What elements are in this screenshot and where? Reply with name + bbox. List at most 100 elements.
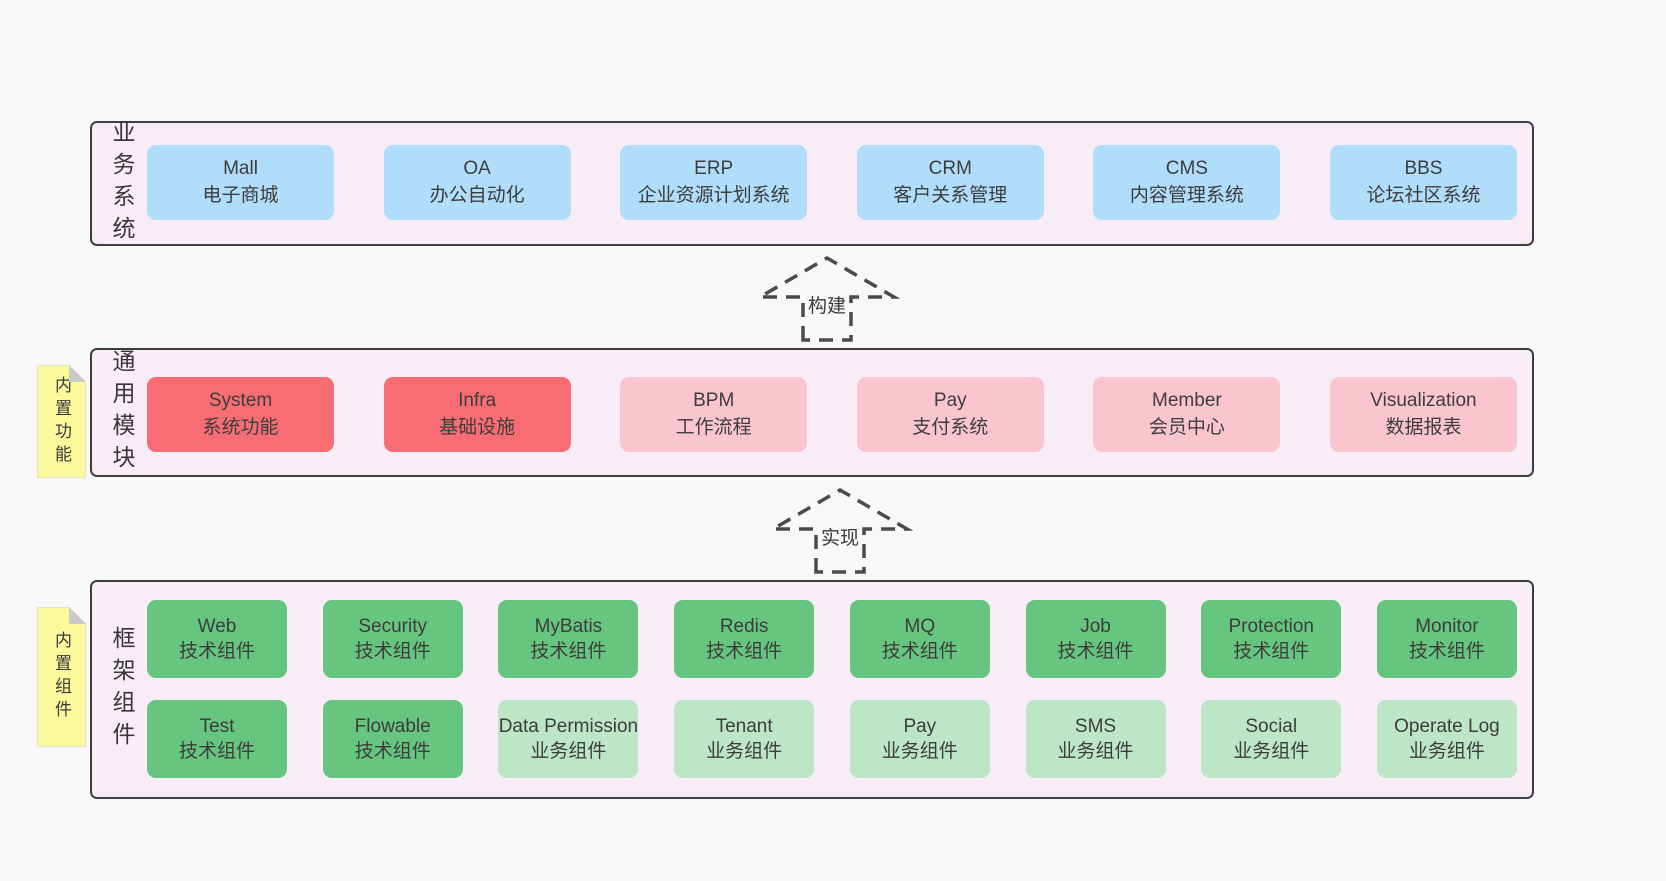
builtin-features-note: 内置功能: [38, 365, 86, 477]
box-subtitle: 技术组件: [178, 741, 255, 762]
box-title: MyBatis: [534, 615, 603, 637]
box-subtitle: 支付系统: [912, 416, 989, 438]
box-subtitle: 系统功能: [202, 416, 279, 438]
box-subtitle: 技术组件: [706, 641, 783, 662]
component-box-social: Social 业务组件: [1201, 700, 1342, 778]
box-title: Monitor: [1415, 615, 1479, 637]
box-subtitle: 企业资源计划系统: [637, 184, 790, 206]
box-title: CMS: [1165, 157, 1208, 179]
component-box-mq: MQ 技术组件: [849, 600, 990, 678]
modules-layer-label: 通用模块: [109, 348, 135, 477]
box-title: Flowable: [354, 715, 431, 737]
component-box-redis: Redis 技术组件: [674, 600, 815, 678]
box-subtitle: 内容管理系统: [1129, 184, 1244, 206]
business-box-row: Mall 电子商城 OA 办公自动化 ERP 企业资源计划系统 CRM 客户关系…: [147, 145, 1517, 220]
box-title: Infra: [458, 389, 497, 411]
box-subtitle: 基础设施: [439, 416, 516, 438]
box-title: MQ: [904, 615, 936, 637]
box-subtitle: 技术组件: [530, 641, 607, 662]
box-title: Pay: [933, 389, 967, 411]
system-box-cms: CMS 内容管理系统: [1093, 145, 1281, 220]
component-box-flowable: Flowable 技术组件: [322, 700, 463, 778]
business-systems-layer: 业务系统 Mall 电子商城 OA 办公自动化 ERP 企业资源计划系统 CRM…: [90, 119, 1534, 248]
box-title: Operate Log: [1394, 715, 1500, 737]
module-box-member: Member 会员中心: [1093, 377, 1281, 452]
note-fold-corner-icon: [69, 607, 86, 624]
builtin-components-note-label: 内置组件: [52, 631, 71, 723]
box-subtitle: 数据报表: [1385, 416, 1462, 438]
component-box-tenant: Tenant 业务组件: [674, 700, 815, 778]
builtin-components-note: 内置组件: [38, 607, 86, 746]
up-block-arrow-icon: [753, 255, 901, 342]
build-arrow: 构建: [752, 255, 902, 343]
component-box-data-permission: Data Permission 业务组件: [498, 700, 639, 778]
framework-box-row-2: Test 技术组件 Flowable 技术组件 Data Permission …: [147, 700, 1517, 778]
box-title: System: [208, 389, 273, 411]
box-subtitle: 业务组件: [1233, 741, 1310, 762]
implement-arrow: 实现: [765, 487, 915, 575]
component-box-sms: SMS 业务组件: [1025, 700, 1166, 778]
box-subtitle: 技术组件: [1408, 641, 1485, 662]
box-subtitle: 技术组件: [178, 641, 255, 662]
module-box-infra: Infra 基础设施: [383, 377, 571, 452]
system-box-bbs: BBS 论坛社区系统: [1329, 145, 1517, 220]
component-box-job: Job 技术组件: [1025, 600, 1166, 678]
framework-box-row-1: Web 技术组件 Security 技术组件 MyBatis 技术组件 Redi…: [147, 600, 1517, 678]
component-box-pay: Pay 业务组件: [849, 700, 990, 778]
module-box-bpm: BPM 工作流程: [620, 377, 808, 452]
build-arrow-label: 构建: [804, 291, 850, 318]
framework-components-layer: 框架组件 Web 技术组件 Security 技术组件 MyBatis 技术组件…: [90, 580, 1534, 799]
box-title: Security: [358, 615, 428, 637]
box-title: Social: [1245, 715, 1298, 737]
box-title: Tenant: [715, 715, 773, 737]
component-box-operate-log: Operate Log 业务组件: [1376, 700, 1517, 778]
box-title: Data Permission: [498, 715, 639, 737]
up-block-arrow-icon: [766, 487, 914, 574]
builtin-features-note-label: 内置功能: [52, 375, 71, 468]
box-subtitle: 技术组件: [1057, 641, 1134, 662]
component-box-mybatis: MyBatis 技术组件: [498, 600, 639, 678]
framework-layer-label: 框架组件: [109, 625, 135, 754]
system-box-erp: ERP 企业资源计划系统: [620, 145, 808, 220]
box-title: CRM: [928, 157, 972, 179]
component-box-test: Test 技术组件: [147, 700, 287, 778]
box-subtitle: 业务组件: [706, 741, 783, 762]
box-title: BBS: [1404, 157, 1443, 179]
system-box-oa: OA 办公自动化: [383, 145, 571, 220]
box-title: Web: [197, 615, 237, 637]
component-box-web: Web 技术组件: [147, 600, 287, 678]
business-layer-label: 业务系统: [109, 119, 135, 248]
box-subtitle: 工作流程: [675, 416, 752, 438]
system-box-mall: Mall 电子商城: [147, 145, 334, 220]
component-box-protection: Protection 技术组件: [1201, 600, 1342, 678]
box-subtitle: 技术组件: [881, 641, 958, 662]
box-subtitle: 论坛社区系统: [1366, 184, 1481, 206]
common-modules-layer: 通用模块 System 系统功能 Infra 基础设施 BPM 工作流程 Pay…: [90, 348, 1534, 477]
system-box-crm: CRM 客户关系管理: [856, 145, 1044, 220]
box-subtitle: 业务组件: [530, 741, 607, 762]
box-title: Redis: [719, 615, 769, 637]
box-subtitle: 业务组件: [881, 741, 958, 762]
box-subtitle: 业务组件: [1408, 741, 1485, 762]
box-title: OA: [463, 157, 491, 179]
box-title: Test: [199, 715, 235, 737]
component-box-security: Security 技术组件: [322, 600, 463, 678]
box-subtitle: 办公自动化: [429, 184, 525, 206]
box-subtitle: 客户关系管理: [893, 184, 1008, 206]
box-subtitle: 电子商城: [202, 184, 279, 206]
module-box-visualization: Visualization 数据报表: [1329, 377, 1517, 452]
note-fold-corner-icon: [69, 365, 86, 382]
module-box-system: System 系统功能: [147, 377, 334, 452]
component-box-monitor: Monitor 技术组件: [1376, 600, 1517, 678]
implement-arrow-label: 实现: [817, 523, 863, 550]
box-title: Job: [1080, 615, 1111, 637]
box-title: Mall: [223, 157, 258, 179]
box-title: SMS: [1074, 715, 1117, 737]
box-title: Protection: [1228, 615, 1314, 637]
box-title: Member: [1152, 389, 1222, 411]
box-subtitle: 技术组件: [1233, 641, 1310, 662]
box-subtitle: 技术组件: [354, 641, 431, 662]
box-title: Pay: [903, 715, 937, 737]
box-title: Visualization: [1370, 389, 1477, 411]
modules-box-row: System 系统功能 Infra 基础设施 BPM 工作流程 Pay 支付系统…: [147, 377, 1517, 452]
